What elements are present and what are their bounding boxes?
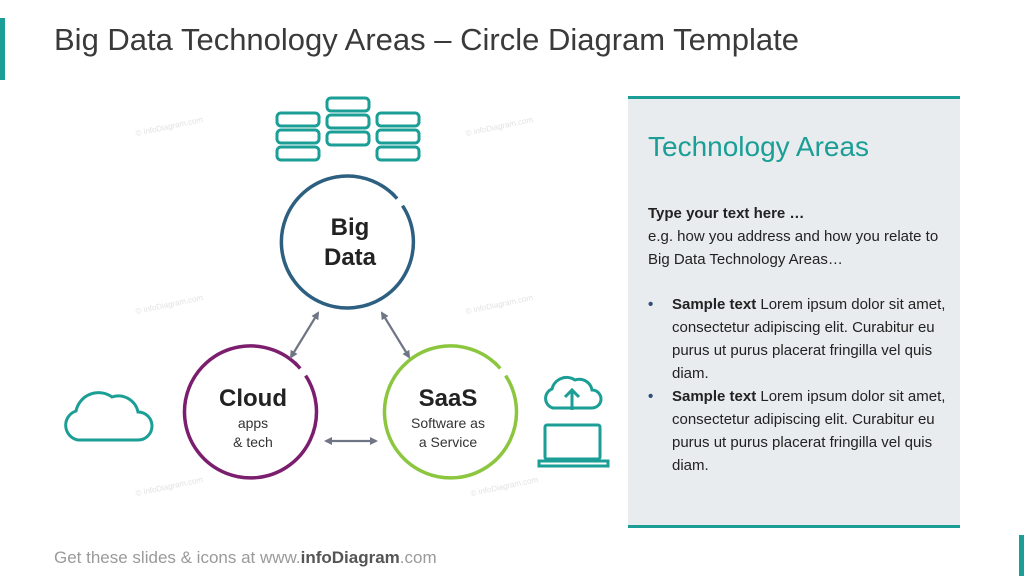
arrow-bigdata-cloud <box>289 311 320 359</box>
page-title: Big Data Technology Areas – Circle Diagr… <box>54 22 799 57</box>
database-stack-icon <box>275 96 421 162</box>
cloud-icon <box>64 391 154 442</box>
panel-intro-text: e.g. how you address and how you relate … <box>648 228 939 268</box>
cloud-subtitle-line2: & tech <box>233 434 273 450</box>
cloud-label: Cloud apps & tech <box>193 384 313 452</box>
saas-label: SaaS Software as a Service <box>388 384 508 452</box>
panel-bullet-list: Sample text Lorem ipsum dolor sit amet, … <box>648 293 948 477</box>
bullet-bold-label: Sample text <box>672 388 757 405</box>
footer-suffix: .com <box>399 548 437 567</box>
saas-subtitle-line2: a Service <box>418 434 478 450</box>
cloud-ring <box>182 344 319 480</box>
big-data-ring <box>279 174 416 310</box>
corner-accent-bar <box>1019 535 1024 576</box>
big-data-label: Big Data <box>290 213 410 273</box>
cloud-subtitle-line1: apps <box>237 415 269 431</box>
footer-brand: infoDiagram <box>300 548 400 567</box>
panel-heading: Technology Areas <box>648 131 870 162</box>
big-data-title-line2: Data <box>323 244 377 271</box>
saas-title: SaaS <box>418 385 478 412</box>
bullet-text: Lorem ipsum dolor sit amet, consectetur … <box>672 388 946 474</box>
big-data-title-line1: Big <box>330 214 370 241</box>
cloud-upload-icon <box>544 375 603 410</box>
title-accent-bar <box>0 18 5 80</box>
arrow-bigdata-saas <box>380 311 411 359</box>
cloud-title: Cloud <box>219 385 287 412</box>
panel-intro-bold: Type your text here … <box>648 205 805 222</box>
technology-areas-panel: Technology Areas Type your text here … e… <box>628 96 960 528</box>
saas-ring <box>382 344 519 480</box>
bullet-text: Lorem ipsum dolor sit amet, consectetur … <box>672 296 946 382</box>
saas-subtitle-line1: Software as <box>411 415 485 431</box>
laptop-icon <box>537 423 610 468</box>
footer-prefix: Get these slides & icons at www. <box>54 548 301 567</box>
panel-bullet-item: Sample text Lorem ipsum dolor sit amet, … <box>648 385 948 477</box>
panel-body: Type your text here … e.g. how you addre… <box>648 202 948 477</box>
footer-credit: Get these slides & icons at www.infoDiag… <box>54 548 437 568</box>
bullet-bold-label: Sample text <box>672 296 757 313</box>
panel-bullet-item: Sample text Lorem ipsum dolor sit amet, … <box>648 293 948 385</box>
